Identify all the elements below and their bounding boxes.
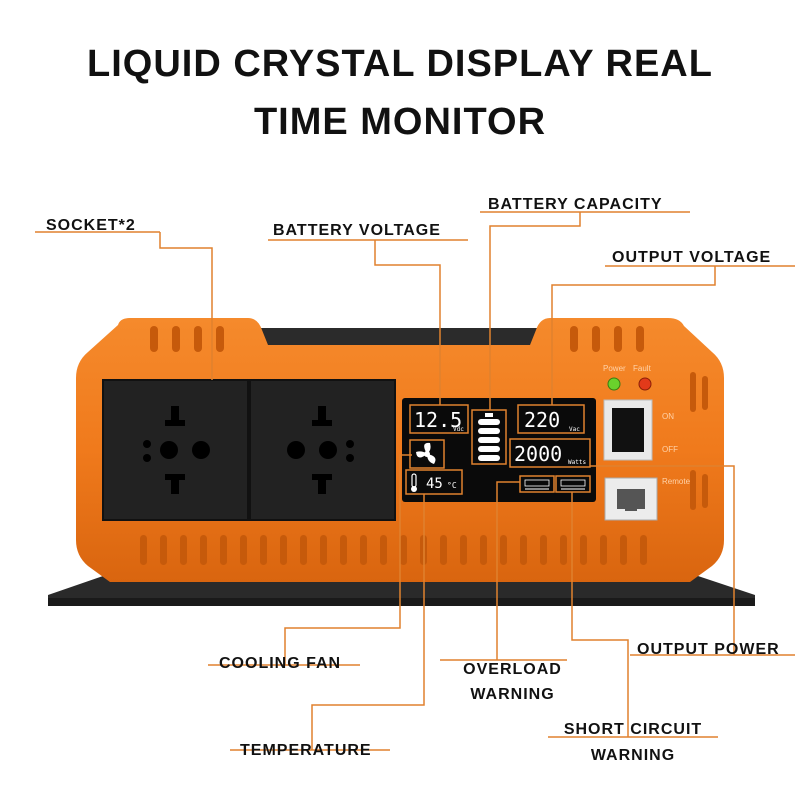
power-led-label: Power (603, 364, 626, 373)
callout-short-circuit-line-1: SHORT CIRCUIT (563, 721, 703, 738)
output-power-unit: Watts (568, 459, 586, 466)
callout-socket: SOCKET*2 (46, 217, 136, 234)
title-line-2: TIME MONITOR (253, 101, 547, 143)
bottom-vent-slots (140, 535, 647, 565)
overload-warning-indicator (519, 475, 555, 493)
callout-lines (35, 211, 795, 751)
fault-led-icon (638, 377, 652, 391)
top-fins (250, 328, 550, 350)
lcd-screen: 12.5 Vdc 220 Vac 2000 Watts (402, 398, 596, 502)
callout-overload-line-2: WARNING (470, 686, 555, 703)
remote-label: Remote (662, 477, 691, 486)
top-vent-slots (150, 326, 644, 352)
side-vent-slots (690, 372, 708, 510)
output-power-value: 2000 (514, 442, 562, 466)
callout-output-voltage: OUTPUT VOLTAGE (612, 249, 772, 266)
output-voltage-value: 220 (524, 408, 560, 432)
callout-cooling-fan: COOLING FAN (219, 655, 342, 672)
temperature-unit: °C (447, 481, 457, 490)
callout-output-power: OUTPUT POWER (637, 641, 780, 658)
callout-short-circuit-line-2: WARNING (590, 747, 676, 764)
thermometer-icon (411, 473, 417, 492)
socket-panel (102, 379, 396, 521)
output-voltage-unit: Vac (569, 426, 580, 433)
socket-icon[interactable] (143, 406, 210, 494)
short-circuit-warning-indicator (555, 475, 591, 493)
power-switch[interactable] (603, 399, 653, 461)
fan-icon (409, 439, 445, 469)
callout-overload-line-1: OVERLOAD (463, 661, 562, 678)
power-led-icon (607, 377, 621, 391)
switch-on-label: ON (662, 412, 674, 421)
temperature-value: 45 (426, 476, 443, 492)
battery-icon (471, 409, 507, 465)
rj45-port-icon[interactable] (604, 477, 658, 521)
switch-off-label: OFF (662, 445, 678, 454)
callout-battery-capacity: BATTERY CAPACITY (488, 196, 663, 213)
callout-battery-voltage: BATTERY VOLTAGE (273, 222, 441, 239)
fault-led-label: Fault (633, 364, 652, 373)
callout-temperature: TEMPERATURE (240, 742, 372, 759)
socket-icon[interactable] (287, 406, 354, 494)
title-line-1: LIQUID CRYSTAL DISPLAY REAL (87, 43, 713, 85)
battery-voltage-unit: Vdc (453, 426, 464, 433)
battery-voltage-value: 12.5 (414, 408, 462, 432)
